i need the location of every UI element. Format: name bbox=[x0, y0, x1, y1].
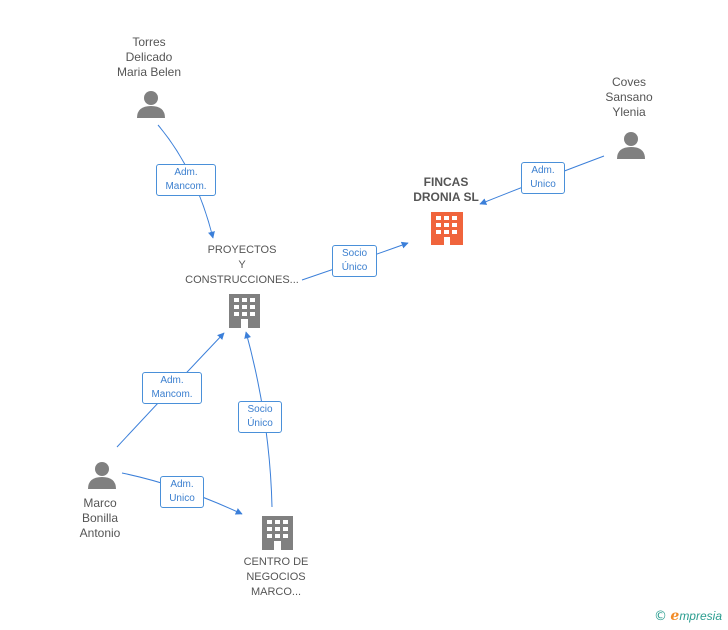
node-label-line: Ylenia bbox=[612, 105, 646, 119]
edge-label-line: Unico bbox=[530, 179, 556, 190]
node-label-proyectos[interactable]: PROYECTOS Y CONSTRUCCIONES... bbox=[176, 243, 308, 288]
person-icon-marco[interactable] bbox=[88, 462, 116, 489]
edge-label-coves-fincas[interactable]: Adm. Unico bbox=[521, 162, 565, 194]
edge-label-marco-proyectos[interactable]: Adm. Mancom. bbox=[142, 372, 202, 404]
edge-label-proyectos-fincas[interactable]: Socio Único bbox=[332, 245, 377, 277]
person-icon-coves[interactable] bbox=[617, 132, 645, 159]
node-label-marco[interactable]: Marco Bonilla Antonio bbox=[66, 496, 134, 541]
brand-watermark: © empresia bbox=[654, 608, 722, 624]
node-label-line: NEGOCIOS bbox=[246, 571, 306, 583]
node-label-line: Torres bbox=[132, 35, 166, 49]
brand-logo-text: mpresia bbox=[679, 609, 722, 623]
edge-label-line: Unico bbox=[169, 493, 195, 504]
edge-label-line: Adm. bbox=[160, 375, 184, 386]
edge-label-line: Mancom. bbox=[165, 181, 207, 192]
edge-label-marco-centro[interactable]: Adm. Unico bbox=[160, 476, 204, 508]
brand-logo-initial: e bbox=[670, 608, 680, 624]
edge-label-line: Socio bbox=[247, 404, 273, 415]
node-label-fincas[interactable]: FINCAS DRONIA SL bbox=[398, 175, 494, 205]
building-icon-proyectos[interactable] bbox=[229, 294, 260, 328]
node-label-line: Y bbox=[238, 259, 246, 271]
node-label-line: Sansano bbox=[605, 90, 653, 104]
node-label-line: Delicado bbox=[125, 50, 173, 64]
node-label-line: Bonilla bbox=[81, 511, 119, 525]
edge-label-torres-proyectos[interactable]: Adm. Mancom. bbox=[156, 164, 216, 196]
edge-label-line: Único bbox=[341, 262, 368, 273]
node-label-torres[interactable]: Torres Delicado Maria Belen bbox=[103, 35, 195, 80]
node-label-line: PROYECTOS bbox=[207, 244, 277, 256]
edge-label-line: Socio bbox=[341, 248, 367, 259]
edge-label-line: Adm. bbox=[174, 167, 198, 178]
node-label-line: MARCO... bbox=[250, 586, 302, 598]
edge-label-centro-proyectos[interactable]: Socio Único bbox=[238, 401, 282, 433]
node-label-line: Coves bbox=[611, 75, 646, 89]
node-label-line: Antonio bbox=[79, 526, 121, 540]
edge-label-line: Adm. bbox=[170, 479, 194, 490]
node-label-line: DRONIA SL bbox=[413, 190, 479, 204]
node-label-line: CENTRO DE bbox=[243, 556, 309, 568]
copyright-icon: © bbox=[654, 609, 668, 624]
building-icon-fincas[interactable] bbox=[431, 212, 463, 245]
edge-label-line: Único bbox=[247, 418, 273, 429]
node-label-centro[interactable]: CENTRO DE NEGOCIOS MARCO... bbox=[230, 555, 322, 600]
building-icon-centro[interactable] bbox=[262, 516, 293, 550]
node-label-coves[interactable]: Coves Sansano Ylenia bbox=[589, 75, 669, 120]
edge-label-line: Adm. bbox=[531, 165, 555, 176]
edge-label-line: Mancom. bbox=[151, 389, 193, 400]
node-label-line: Maria Belen bbox=[116, 65, 182, 79]
person-icon-torres[interactable] bbox=[137, 91, 165, 118]
node-label-line: Marco bbox=[83, 496, 117, 510]
node-label-line: FINCAS bbox=[423, 175, 469, 189]
node-label-line: CONSTRUCCIONES... bbox=[185, 274, 299, 286]
